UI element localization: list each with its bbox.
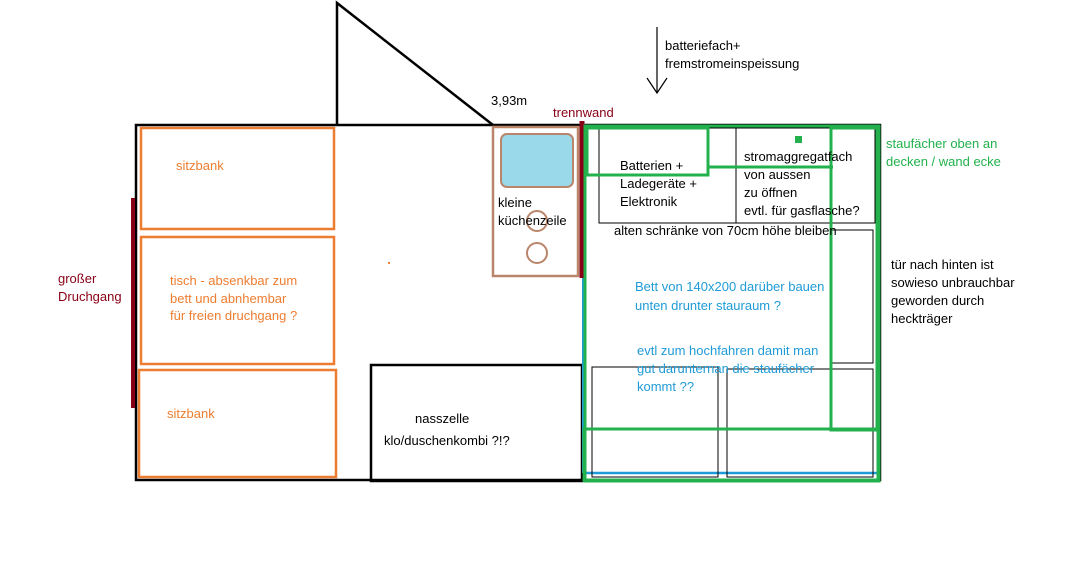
strom-label-1: stromaggregatfach	[744, 149, 852, 164]
roof-triangle	[335, 0, 494, 126]
tuer-label-4: heckträger	[891, 311, 953, 326]
sitzbank-top-box	[139, 126, 336, 231]
tuer-label-3: geworden durch	[891, 293, 984, 308]
batterien-label-1: Batterien +	[620, 158, 683, 173]
batterien-label-2: Ladegeräte +	[620, 176, 697, 191]
durchgang-label-1: großer	[58, 271, 97, 286]
sitzbank-top-label: sitzbank	[176, 158, 224, 173]
burner-2	[526, 242, 548, 264]
sink	[500, 133, 574, 188]
strom-label-2: von aussen	[744, 167, 811, 182]
kueche-box	[491, 125, 580, 278]
lower-cabinet-left	[591, 366, 719, 478]
schraenke-label: alten schränke von 70cm höhe bleiben	[614, 223, 837, 238]
stauf-label-1: staufächer oben an	[886, 136, 997, 151]
burner-1	[526, 210, 548, 232]
durchgang-label-2: Druchgang	[58, 289, 122, 304]
strom-label-3: zu öffnen	[744, 185, 797, 200]
kueche-label-2: küchenzeile	[498, 213, 567, 228]
bett-label-1: Bett von 140x200 darüber bauen	[635, 279, 824, 294]
stray-dot	[388, 262, 390, 264]
arrow-head	[646, 77, 668, 95]
trennwand-label: trennwand	[553, 105, 614, 120]
storage-bottom-green	[582, 427, 880, 482]
sitzbank-bottom-label: sitzbank	[167, 406, 215, 421]
dimension-label: 3,93m	[491, 93, 527, 108]
tuer-label-2: sowieso unbrauchbar	[891, 275, 1015, 290]
tisch-box	[139, 235, 336, 366]
strom-cabinet	[735, 127, 876, 224]
batteriefach-label-1: batteriefach+	[665, 38, 741, 53]
batteriefach-label-2: fremstromeinspeissung	[665, 56, 799, 71]
lower-cabinet-right	[726, 368, 874, 478]
batterien-label-3: Elektronik	[620, 194, 678, 209]
nasszelle-label-2: klo/duschenkombi ?!?	[384, 433, 510, 448]
evtl-label-1: evtl zum hochfahren damit man	[637, 343, 818, 358]
tisch-label-3: für freien druchgang ?	[170, 308, 297, 323]
tuer-label-1: tür nach hinten ist	[891, 257, 994, 272]
strom-label-4: evtl. für gasflasche?	[744, 203, 860, 218]
evtl-label-3: kommt ??	[637, 379, 694, 394]
storage-right-green	[829, 126, 879, 432]
green-marker	[795, 136, 802, 143]
nasszelle-label-1: nasszelle	[415, 411, 469, 426]
stauf-label-2: decken / wand ecke	[886, 154, 1001, 169]
nasszelle-box	[369, 363, 584, 483]
tisch-label-2: bett und abnhembar	[170, 291, 287, 306]
right-cabinet	[829, 229, 874, 364]
storage-batterien-green	[585, 126, 710, 177]
tisch-label-1: tisch - absenkbar zum	[170, 273, 297, 288]
sitzbank-bottom-box	[137, 368, 338, 479]
evtl-label-2: gut darunternan die staufächer	[637, 361, 815, 376]
bett-label-2: unten drunter stauraum ?	[635, 298, 781, 313]
kueche-label-1: kleine	[498, 195, 532, 210]
